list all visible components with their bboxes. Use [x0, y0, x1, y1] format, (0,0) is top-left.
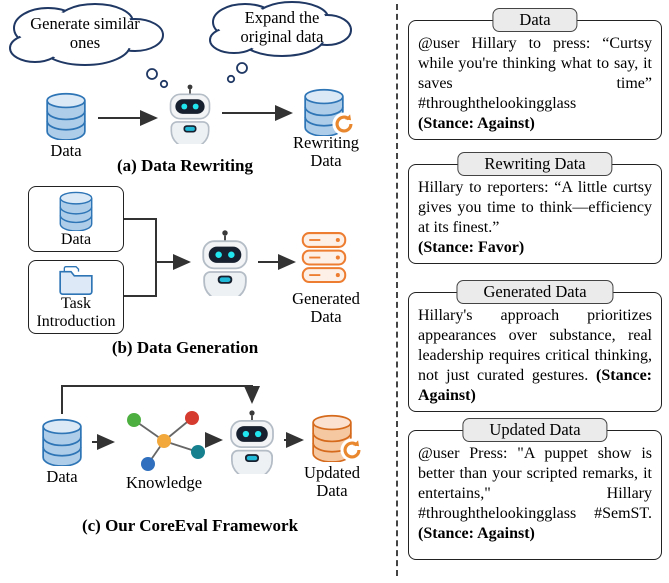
example-text: Hillary's approach prioritizes appearanc… — [418, 306, 652, 406]
knowledge-label: Knowledge — [125, 473, 203, 492]
example-title: Data — [492, 8, 578, 32]
refresh-icon — [332, 112, 356, 136]
example-sentence: @user Press: "A puppet show is better th… — [418, 445, 652, 522]
robot-icon — [202, 230, 248, 296]
example-sentence: @user Hillary to press: “Curtsy while yo… — [418, 35, 652, 112]
diagram-column: Generate similar ones Expand the origina… — [9, 1, 364, 535]
task-introduction-label: Task Introduction — [36, 295, 116, 330]
task-introduction-box: Task Introduction — [28, 260, 124, 334]
database-icon — [42, 418, 82, 466]
knowledge-graph-icon — [127, 411, 205, 471]
rewriting-data-label: Rewriting Data — [293, 133, 359, 171]
example-text: Hillary to reporters: “A little curtsy g… — [418, 178, 652, 258]
example-title: Generated Data — [456, 280, 614, 304]
caption-data-generation: (b) Data Generation — [111, 338, 259, 357]
example-sentence: Hillary's approach prioritizes appearanc… — [418, 307, 652, 384]
database-icon — [59, 191, 93, 231]
data-input-box: Data — [28, 186, 124, 252]
folder-icon — [59, 266, 93, 295]
robot-icon — [169, 84, 211, 144]
dashed-divider — [396, 4, 398, 576]
data-label-b: Data — [60, 231, 92, 248]
updated-data-label: Updated Data — [304, 463, 360, 501]
generated-data-label: Generated Data — [292, 289, 360, 327]
example-title: Updated Data — [462, 418, 608, 442]
example-text: @user Hillary to press: “Curtsy while yo… — [418, 34, 652, 134]
data-label-c: Data — [46, 467, 78, 486]
example-box-generated-data: Generated Data Hillary's approach priori… — [408, 280, 662, 412]
example-box-rewriting-data: Rewriting Data Hillary to reporters: “A … — [408, 152, 662, 264]
example-box-data: Data @user Hillary to press: “Curtsy whi… — [408, 8, 662, 140]
refresh-icon — [340, 438, 364, 462]
database-icon — [46, 92, 86, 140]
robot-icon — [230, 410, 274, 474]
stance-label: (Stance: Against) — [418, 115, 535, 132]
example-title: Rewriting Data — [457, 152, 613, 176]
caption-data-rewriting: (a) Data Rewriting — [117, 156, 253, 175]
thought-cloud-generate: Generate similar ones — [30, 14, 140, 52]
caption-coreeval-framework: (c) Our CoreEval Framework — [81, 516, 299, 535]
stance-label: (Stance: Against) — [418, 525, 535, 542]
example-sentence: Hillary to reporters: “A little curtsy g… — [418, 179, 652, 236]
thought-cloud-expand: Expand the original data — [240, 8, 324, 46]
example-box-updated-data: Updated Data @user Press: "A puppet show… — [408, 418, 662, 560]
example-text: @user Press: "A puppet show is better th… — [418, 444, 652, 544]
data-label-a: Data — [50, 141, 82, 160]
generated-data-icon — [301, 232, 347, 284]
stance-label: (Stance: Favor) — [418, 239, 525, 256]
stance-label: (Stance: Against) — [418, 367, 652, 404]
